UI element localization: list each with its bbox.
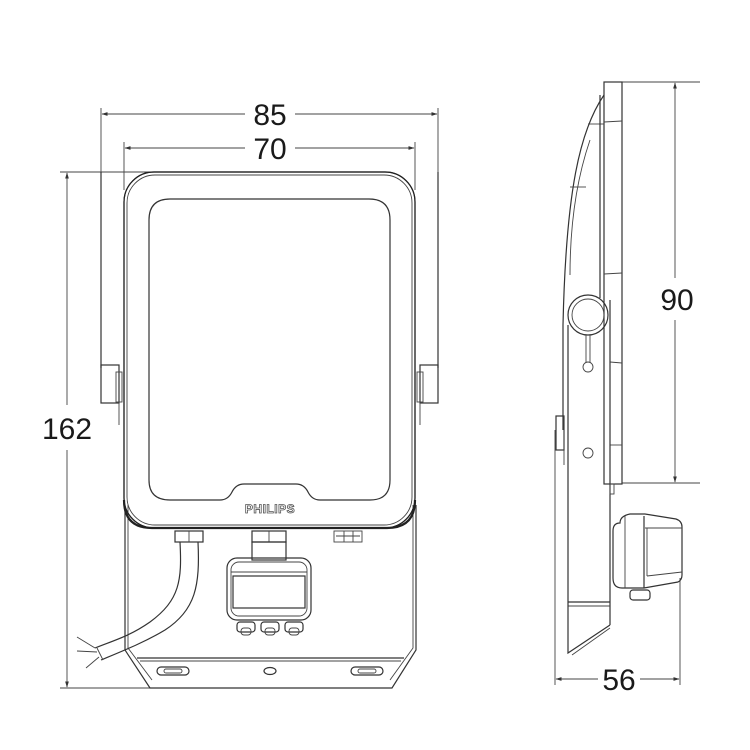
dimension-housing-height: 90	[622, 81, 700, 484]
motion-sensor	[226, 530, 312, 636]
side-view: 90 56	[554, 81, 700, 697]
dimension-overall-depth: 56	[554, 430, 681, 697]
dimension-housing-width: 70	[123, 133, 416, 190]
brand-logo: PHILIPS	[245, 502, 295, 516]
dim-label-70: 70	[253, 133, 286, 166]
housing: PHILIPS	[122, 171, 417, 530]
dim-label-85: 85	[253, 99, 286, 132]
dimension-overall-height: 162	[42, 171, 250, 689]
connector-block	[333, 530, 363, 543]
dim-label-56: 56	[602, 664, 635, 697]
dim-label-90: 90	[660, 284, 693, 317]
mounting-bracket	[100, 172, 439, 689]
housing-profile	[555, 81, 623, 656]
side-motion-sensor	[612, 513, 683, 601]
front-view: 85 70 162	[42, 99, 439, 689]
dim-label-162: 162	[42, 413, 92, 446]
cable-gland	[76, 530, 204, 669]
